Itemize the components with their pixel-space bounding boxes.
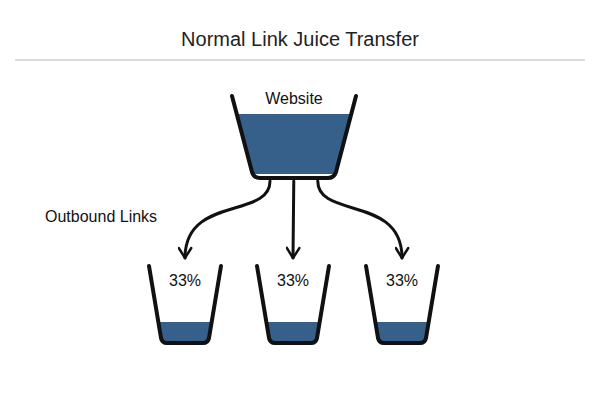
water-fill (375, 322, 429, 341)
percent-label: 33% (133, 272, 237, 290)
percent-label: 33% (241, 272, 345, 290)
target-cup: 33% (350, 262, 454, 346)
water-fill (158, 322, 212, 341)
website-bucket: Website (218, 88, 370, 180)
bucket-wall (232, 96, 356, 178)
water-fill (266, 322, 320, 341)
diagram-title: Normal Link Juice Transfer (0, 28, 600, 51)
water-fill (237, 114, 351, 174)
percent-label: 33% (350, 272, 454, 290)
title-rule (15, 59, 585, 61)
outbound-arrow (292, 181, 296, 258)
target-cup: 33% (241, 262, 345, 346)
target-cup: 33% (133, 262, 237, 346)
outbound-arrow (318, 181, 402, 258)
outbound-arrow (185, 181, 270, 258)
annotation-label: Outbound Links (45, 208, 157, 226)
node-label: Website (218, 90, 370, 108)
